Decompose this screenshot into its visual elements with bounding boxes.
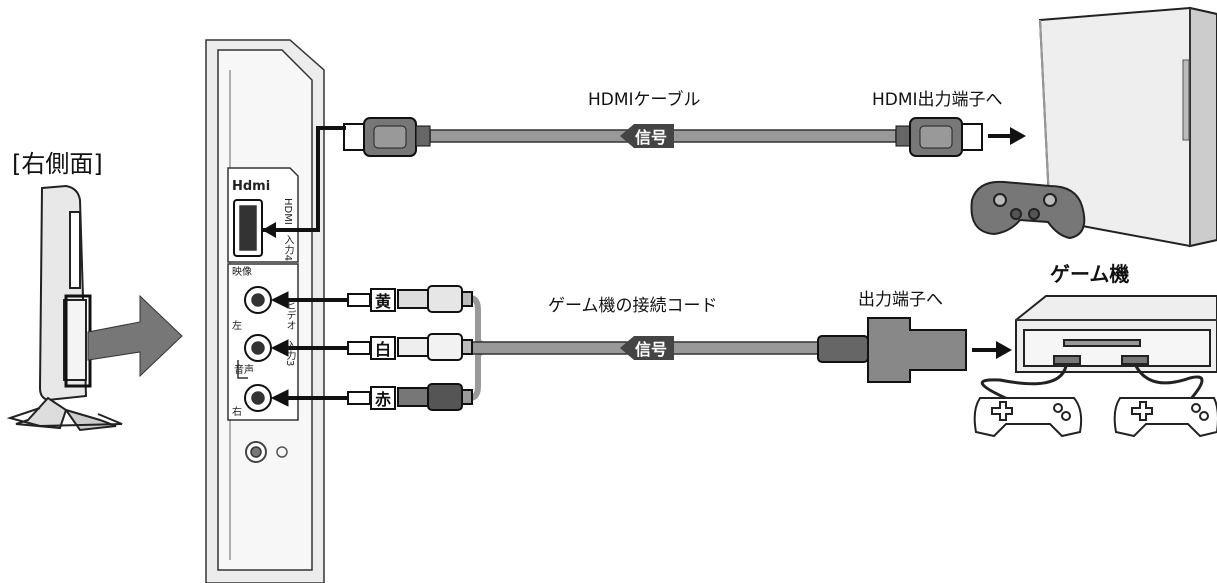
hdmi-cable bbox=[343, 117, 983, 157]
hdmi-cable-label: HDMIケーブル bbox=[588, 90, 701, 110]
video-input-label: ビデオ 入力3 bbox=[284, 300, 295, 367]
game-machine-label: ゲーム機 bbox=[1050, 262, 1130, 286]
side-view-title: [右側面] bbox=[12, 150, 103, 178]
game-output-arrow bbox=[996, 341, 1012, 359]
left-audio-label: 左 bbox=[232, 321, 242, 332]
audio-label: 音声 bbox=[234, 365, 254, 376]
video-label: 映像 bbox=[232, 267, 252, 278]
hdmi-output-label: HDMI出力端子へ bbox=[872, 90, 1003, 110]
game-output-label: 出力端子へ bbox=[858, 290, 943, 310]
tv-side-panel bbox=[205, 39, 325, 583]
hdmi-logo: Hdmi bbox=[232, 179, 271, 194]
game-machine-box bbox=[1015, 295, 1217, 373]
gamepad-left bbox=[973, 397, 1083, 438]
yellow-plug-tag: 黄 bbox=[370, 288, 396, 312]
right-audio-label: 右 bbox=[232, 407, 242, 418]
gamepad-controller bbox=[970, 180, 1086, 240]
hdmi-insert-arrow bbox=[262, 126, 346, 232]
white-plug-tag: 白 bbox=[370, 336, 396, 360]
game-cable-label: ゲーム機の接続コード bbox=[548, 296, 718, 316]
hdmi-output-arrow bbox=[1010, 127, 1026, 145]
gamepad-right bbox=[1113, 397, 1217, 438]
hdmi-port-label: HDMI 入力4 bbox=[282, 198, 293, 262]
rca-insert-arrows bbox=[270, 291, 360, 407]
tv-side-view bbox=[6, 184, 123, 432]
red-plug-tag: 赤 bbox=[370, 386, 396, 410]
zoom-arrow bbox=[87, 294, 183, 378]
